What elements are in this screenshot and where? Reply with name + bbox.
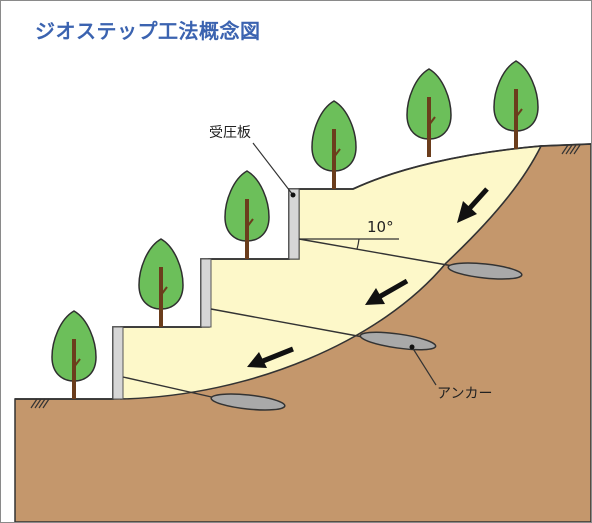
- tree-icon: [137, 237, 185, 329]
- ground-hatch-left-icon: [30, 398, 50, 409]
- tree-icon: [50, 309, 98, 401]
- anchor-3: [447, 262, 523, 280]
- tree-icon: [223, 169, 271, 261]
- pressure-plate-1: [112, 326, 124, 400]
- anchor-leader-dot: [409, 344, 415, 350]
- slide-arrow-icon: [457, 187, 489, 223]
- diagram-title: ジオステップ工法概念図: [35, 19, 261, 43]
- anchor-label: アンカー: [437, 386, 492, 402]
- anchor-1: [210, 393, 286, 411]
- pressure-plate-3: [288, 188, 300, 260]
- pressure-plate-leader-dot: [290, 192, 296, 198]
- slide-arrow-icon: [365, 278, 409, 305]
- pressure-plate-2: [200, 258, 212, 328]
- tendon-2: [210, 308, 364, 338]
- anchor-2: [359, 331, 437, 351]
- tendon-3: [298, 238, 454, 267]
- pressure-plate-label: 受圧板: [209, 125, 251, 141]
- tree-icon: [310, 99, 358, 191]
- tree-icon: [405, 67, 453, 159]
- angle-arc: [356, 238, 360, 250]
- ground-hatch-right-icon: [561, 144, 581, 155]
- angle-label: 10°: [367, 218, 394, 236]
- tendon-1: [122, 376, 217, 399]
- slide-arrow-icon: [247, 346, 294, 368]
- tree-icon: [492, 59, 540, 151]
- pressure-plate-leader: [252, 142, 294, 196]
- anchor-leader: [411, 346, 437, 386]
